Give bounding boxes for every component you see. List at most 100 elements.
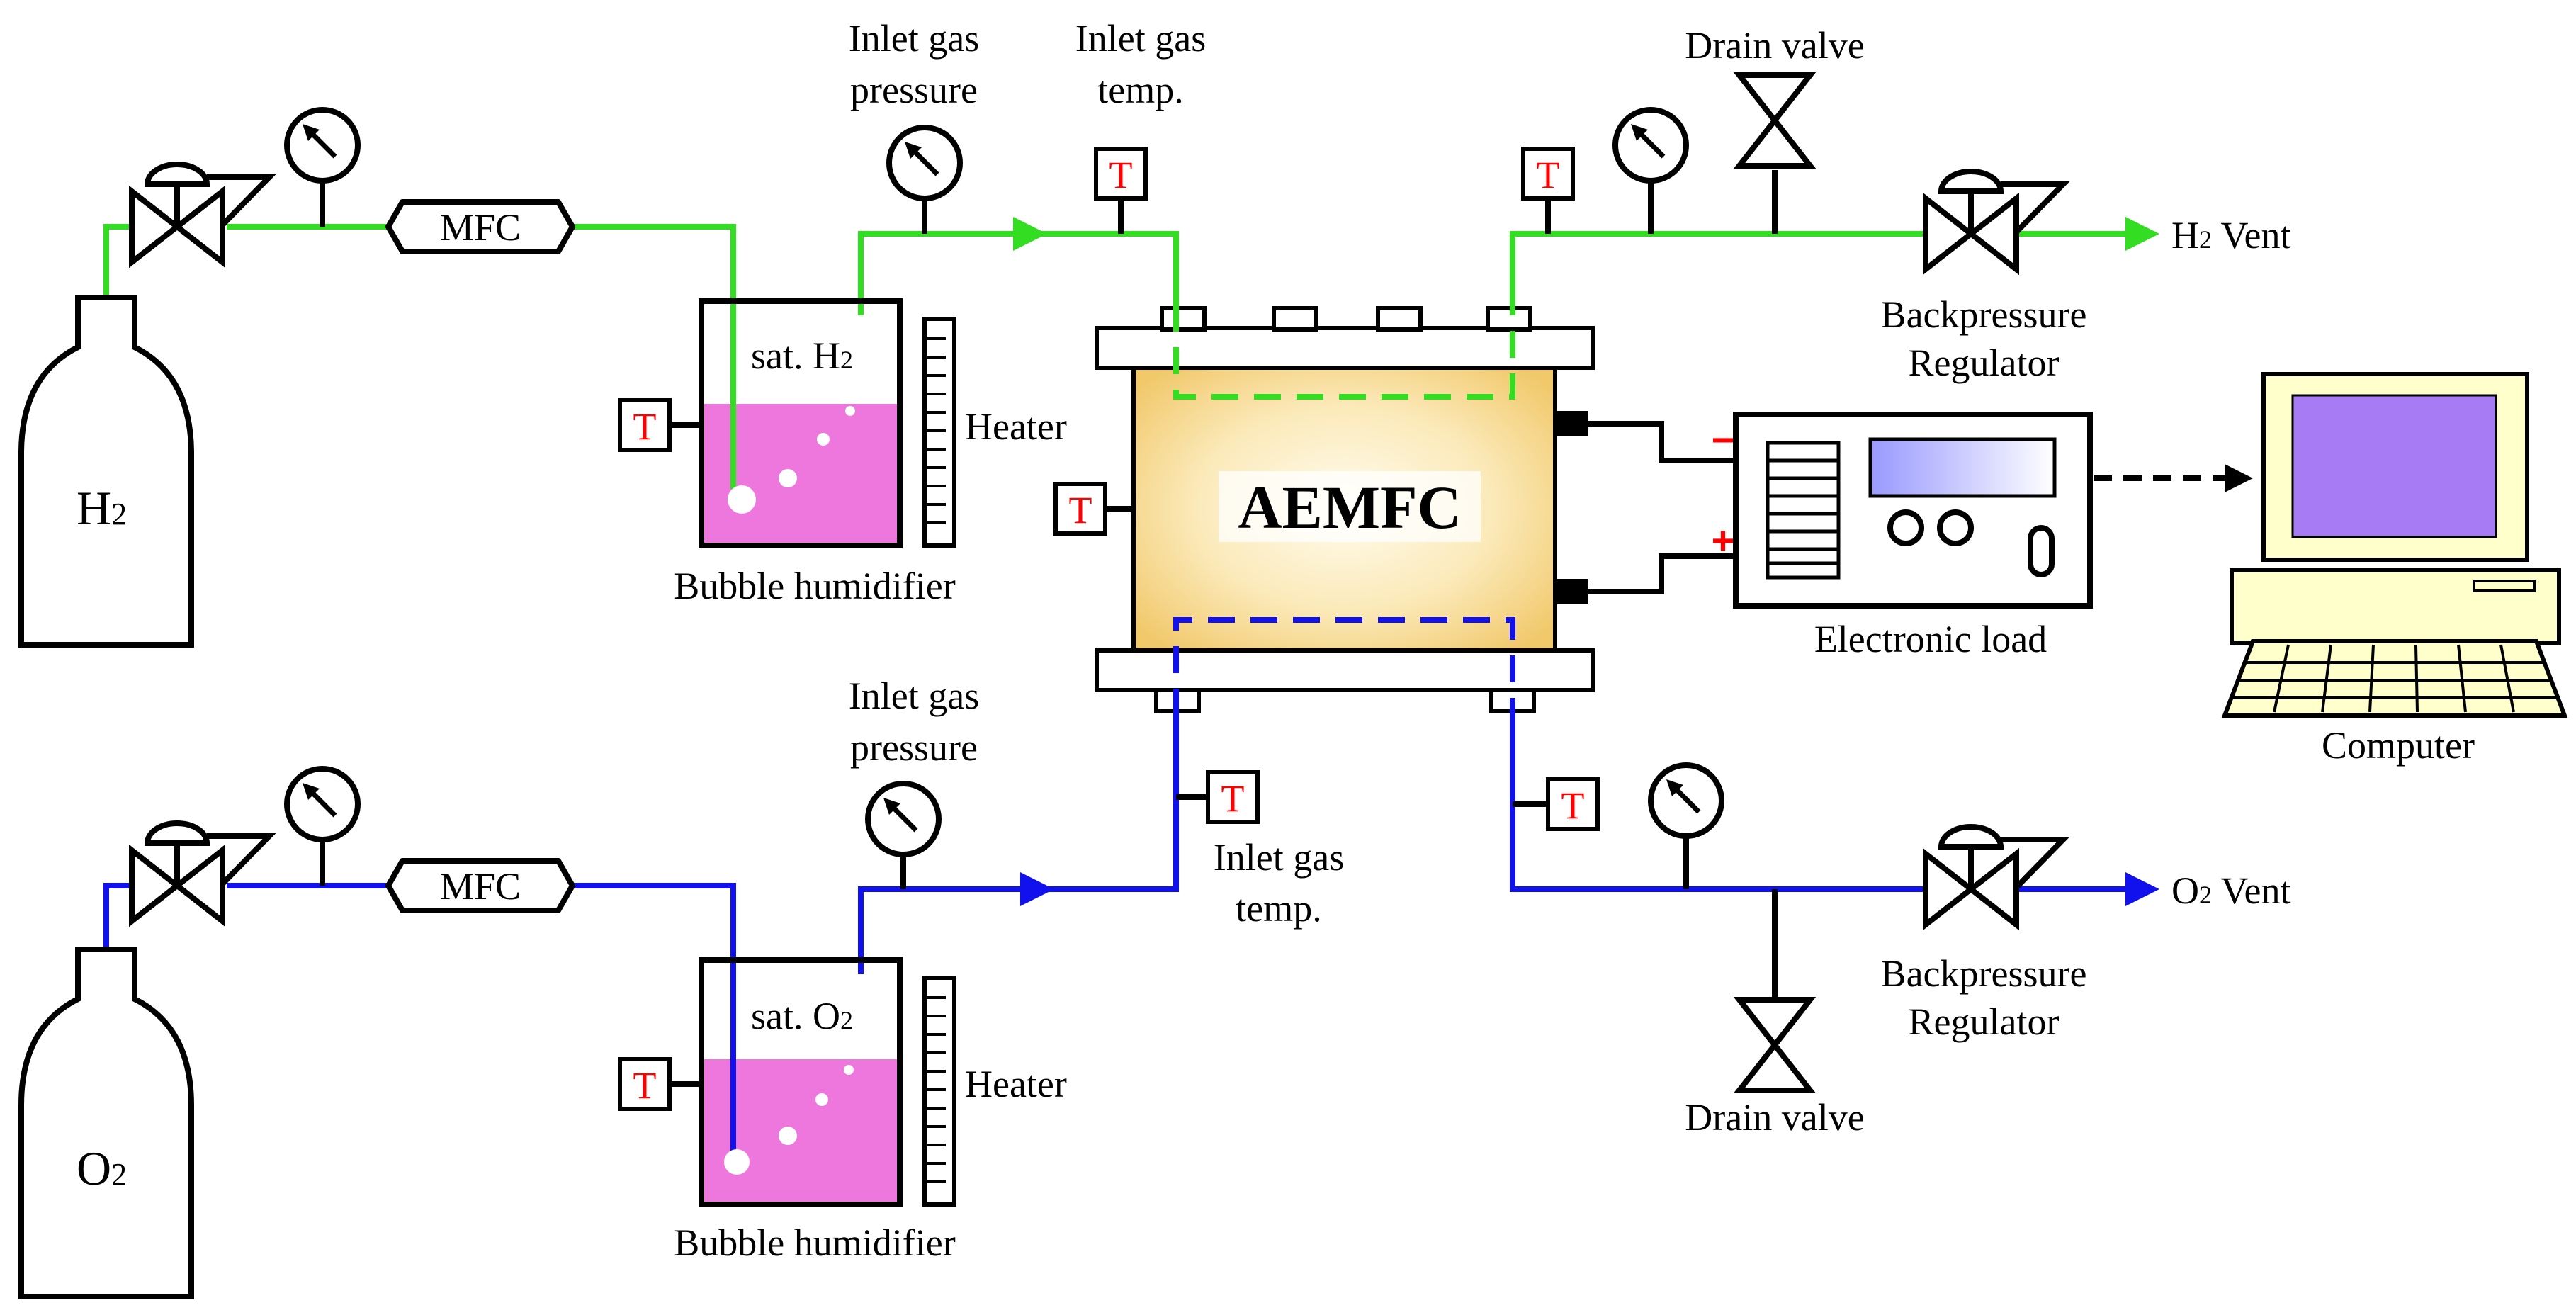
o2-vent-label: O2 Vent [2171, 869, 2291, 912]
flow-arrow-icon [2125, 217, 2159, 251]
h2-humidifier: sat. H2 Heater Bubble humidifier [674, 298, 1067, 607]
h2-drain-valve: Drain valve [1685, 24, 1865, 234]
load-display [1868, 437, 2057, 498]
h2-outlet-gauge [1615, 110, 1686, 234]
h2-vent-label: H2 Vent [2171, 214, 2291, 256]
o2-inlet-temp-label: Inlet gas temp. [1214, 836, 1344, 930]
o2-outlet-gauge [1651, 765, 1722, 889]
cell-top-endplate [1095, 326, 1595, 370]
backpressure-regulator-icon [1926, 827, 2063, 925]
fuel-cell: AEMFC [1095, 305, 1595, 716]
h2-humidifier-label: Bubble humidifier [674, 565, 955, 607]
electronic-load-label: Electronic load [1814, 618, 2047, 660]
h2-backpressure-label: Backpressure [1881, 293, 2087, 336]
negative-wire [1588, 421, 1739, 463]
svg-text:temp.: temp. [1097, 69, 1183, 111]
o2-regulator-valve [132, 823, 269, 921]
svg-text:T: T [1069, 489, 1092, 531]
o2-heater-label: Heater [965, 1063, 1067, 1105]
svg-text:T: T [633, 405, 657, 448]
cell-bottom-endplate [1095, 648, 1595, 692]
flow-arrow-icon [1013, 217, 1047, 251]
negative-sign: − [1712, 417, 1735, 462]
cell-thermocouple: T [1056, 484, 1134, 534]
o2-outlet-thermocouple: T [1513, 779, 1598, 829]
h2-outlet-thermocouple: T [1523, 149, 1573, 234]
h2-regulator-valve [132, 164, 269, 262]
h2-drain-valve-label: Drain valve [1685, 24, 1864, 67]
o2-mfc-label: MFC [440, 865, 521, 908]
svg-text:temp.: temp. [1236, 887, 1321, 930]
computer-label: Computer [2322, 724, 2475, 767]
drain-valve-icon [1739, 75, 1810, 166]
o2-backpressure-regulator: Backpressure Regulator [1881, 827, 2086, 1043]
pressure-gauge-icon [1615, 110, 1686, 181]
svg-text:T: T [1221, 777, 1245, 820]
load-switch [2028, 525, 2055, 577]
pressure-gauge-icon [868, 784, 939, 854]
data-link-arrow [2225, 464, 2253, 492]
positive-sign: + [1712, 518, 1735, 563]
h2-inlet-thermocouple: T [1096, 149, 1146, 234]
o2-humidifier-label: Bubble humidifier [674, 1221, 955, 1264]
h2-cylinder-label: H2 [77, 481, 127, 535]
h2-pipe-out-humidifier [858, 231, 1013, 315]
drain-valve-icon [1739, 1000, 1810, 1090]
pressure-gauge-icon [287, 110, 358, 181]
cell-terminal-negative [1555, 411, 1588, 436]
computer-screen [2291, 394, 2497, 538]
computer: Computer [2221, 372, 2568, 767]
h2-humidifier-thermocouple: T [620, 400, 701, 450]
load-knob [1937, 509, 1974, 546]
o2-pipe-from-cell [1510, 620, 2140, 892]
backpressure-regulator-icon [1926, 171, 2063, 269]
svg-text:Inlet gas: Inlet gas [1214, 836, 1344, 879]
o2-regulator-label: Regulator [1909, 1000, 2060, 1043]
o2-inlet-pressure-label: Inlet gas pressure [849, 675, 979, 769]
h2-mfc-label: MFC [440, 206, 521, 249]
electronic-load: Electronic load [1733, 412, 2093, 660]
flow-arrow-icon [1020, 872, 1054, 906]
svg-text:T: T [1109, 154, 1133, 196]
svg-text:pressure: pressure [850, 726, 978, 769]
mfc-icon [385, 199, 575, 254]
svg-text:Inlet gas: Inlet gas [849, 675, 979, 717]
o2-inlet-pressure-gauge [868, 784, 939, 889]
svg-text:T: T [1537, 154, 1560, 196]
cell-terminal-positive [1555, 579, 1588, 604]
o2-supply-gauge [287, 769, 358, 886]
svg-text:T: T [633, 1064, 657, 1107]
h2-inlet-pressure-label: Inlet gas pressure [849, 17, 979, 111]
fuel-cell-label: AEMFC [1238, 473, 1461, 541]
o2-cylinder: O2 [18, 947, 194, 1299]
o2-pipe-out-humidifier [858, 886, 1020, 974]
h2-mfc: MFC [385, 199, 575, 254]
h2-heater-label: Heater [965, 405, 1067, 448]
h2-humidifier-sat-label: sat. H2 [751, 334, 853, 377]
h2-inlet-temp-label: Inlet gas temp. [1075, 17, 1206, 111]
svg-text:Inlet gas: Inlet gas [849, 17, 979, 60]
o2-mfc: MFC [385, 858, 575, 913]
h2-regulator-label: Regulator [1909, 342, 2060, 384]
o2-cylinder-label: O2 [77, 1141, 127, 1195]
positive-wire [1588, 553, 1739, 594]
pressure-gauge-icon [889, 128, 960, 198]
svg-text:pressure: pressure [850, 69, 978, 111]
o2-humidifier: sat. O2 Heater Bubble humidifier [674, 957, 1067, 1264]
gas-cylinder-icon [18, 295, 194, 648]
o2-drain-valve: Drain valve [1685, 889, 1865, 1139]
load-knob [1887, 509, 1924, 546]
h2-inlet-pressure-gauge [889, 128, 960, 234]
h2-backpressure-regulator: Backpressure Regulator [1881, 171, 2087, 384]
gas-cylinder-icon [18, 947, 194, 1299]
o2-humidifier-thermocouple: T [620, 1059, 701, 1109]
h2-cylinder: H2 [18, 295, 194, 648]
pressure-gauge-icon [287, 769, 358, 840]
pressure-gauge-icon [1651, 765, 1722, 836]
mfc-icon [385, 858, 575, 913]
h2-supply-gauge [287, 110, 358, 227]
o2-inlet-thermocouple: T [1176, 772, 1258, 822]
o2-humidifier-sat-label: sat. O2 [751, 995, 853, 1037]
flow-arrow-icon [2125, 872, 2159, 906]
